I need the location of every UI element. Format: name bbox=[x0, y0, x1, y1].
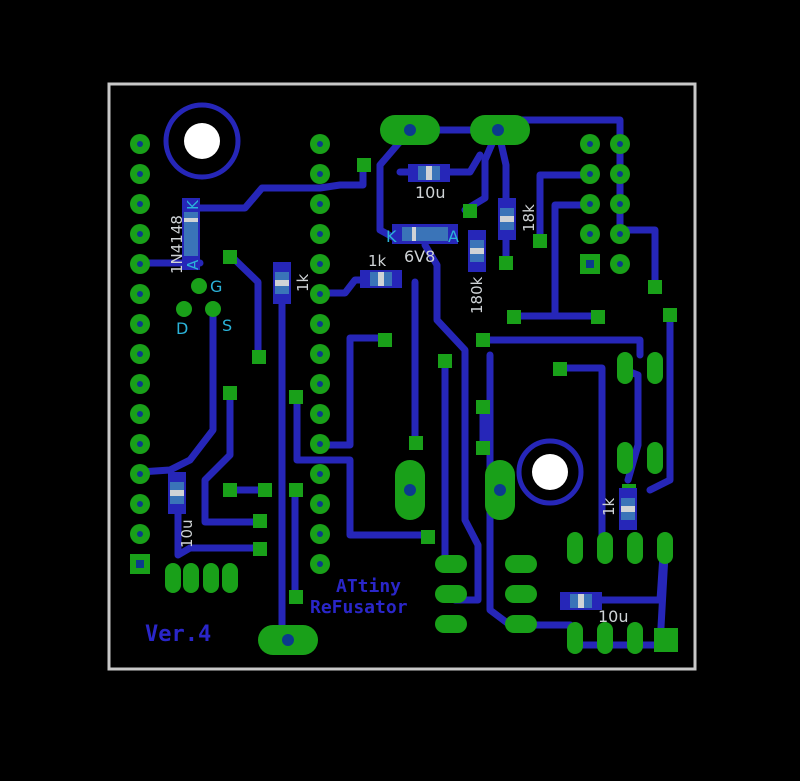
board-title-line2: ReFusator bbox=[310, 597, 408, 618]
header-left bbox=[130, 134, 150, 574]
label-r-18k: 18k bbox=[520, 204, 538, 232]
label-r-1k-left: 1k bbox=[294, 273, 312, 292]
diode-1n4148-body bbox=[182, 198, 200, 270]
label-diode-part: 1N4148 bbox=[168, 215, 186, 274]
c-10u-bottom-body bbox=[560, 592, 602, 610]
smd-components bbox=[168, 164, 637, 610]
label-c-10u-bottom: 10u bbox=[598, 607, 629, 626]
oval-pad-holes bbox=[282, 124, 506, 646]
label-zener-part: 6V8 bbox=[404, 247, 435, 266]
label-transistor-source: S bbox=[222, 316, 232, 335]
label-c-10u-left: 10u bbox=[178, 519, 196, 548]
mounting-hole-right bbox=[516, 438, 584, 506]
board-outline bbox=[107, 82, 697, 671]
board-title-line1: ATtiny bbox=[336, 576, 401, 597]
label-zener-anode: A bbox=[448, 227, 459, 246]
mounting-hole-top-left bbox=[163, 102, 241, 180]
zener-6v8-body bbox=[392, 224, 458, 244]
c-10u-top-body bbox=[408, 164, 450, 182]
header-right-top bbox=[580, 134, 630, 274]
r-1k-right-body bbox=[619, 488, 637, 530]
label-transistor-drain: D bbox=[176, 319, 188, 338]
r-1k-left-body bbox=[273, 262, 291, 304]
c-10u-left-body bbox=[168, 472, 186, 514]
label-transistor-gate: G bbox=[210, 277, 222, 296]
r-1k-top-body bbox=[360, 270, 402, 288]
label-r-1k-right: 1k bbox=[600, 497, 618, 516]
board-version: Ver.4 bbox=[145, 622, 211, 647]
label-r-180k: 180k bbox=[468, 276, 486, 314]
label-diode-anode: A bbox=[184, 259, 202, 270]
label-c-10u-top: 10u bbox=[415, 183, 446, 202]
vias bbox=[176, 158, 677, 604]
r-18k-body bbox=[498, 198, 516, 240]
r-180k-body bbox=[468, 230, 486, 272]
label-r-1k-top: 1k bbox=[368, 252, 387, 270]
chip-socket-pins bbox=[310, 134, 330, 574]
label-zener-cathode: K bbox=[386, 227, 397, 246]
label-diode-cathode: K bbox=[184, 199, 202, 210]
